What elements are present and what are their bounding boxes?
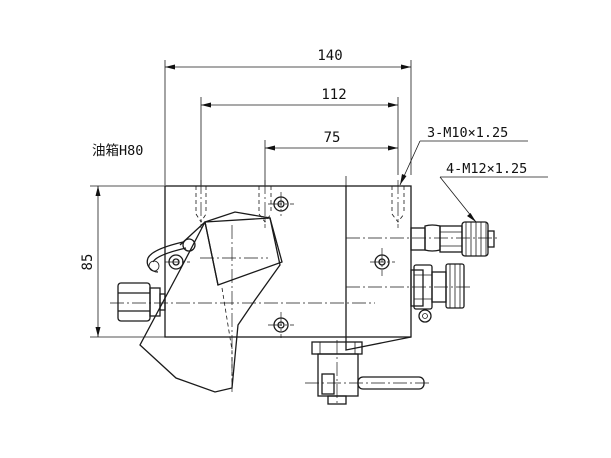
tank-label: 油箱H80 xyxy=(92,143,143,159)
dimension-112: 112 xyxy=(200,87,399,185)
lower-port-fitting xyxy=(410,263,465,323)
dimension-140-text: 140 xyxy=(317,48,342,64)
tapped-hole-1 xyxy=(195,180,207,228)
dimension-140: 140 xyxy=(164,48,412,185)
dimension-112-text: 112 xyxy=(321,87,346,103)
upper-port-fitting xyxy=(410,221,495,257)
thread-callout-m10: 3-M10×1.25 xyxy=(399,125,528,186)
left-hex-fitting xyxy=(117,282,166,322)
valve-block-body xyxy=(164,176,412,351)
dimension-85: 85 xyxy=(80,185,165,338)
breather-cap-chain xyxy=(146,238,196,273)
thread-m10-text: 3-M10×1.25 xyxy=(427,125,508,141)
thread-m12-text: 4-M12×1.25 xyxy=(446,161,527,177)
dimension-75: 75 xyxy=(264,130,398,185)
bolt-head-top xyxy=(268,192,294,216)
bolt-head-left xyxy=(165,254,190,270)
thread-callout-m12: 4-M12×1.25 xyxy=(439,161,548,223)
dimension-75-text: 75 xyxy=(324,130,341,146)
dimension-85-text: 85 xyxy=(80,254,96,271)
bottom-outlet xyxy=(305,340,430,405)
bolt-head-right xyxy=(370,248,395,276)
angled-handle xyxy=(139,211,283,393)
tapped-hole-3 xyxy=(391,180,405,228)
bolt-head-bottom xyxy=(268,312,294,338)
